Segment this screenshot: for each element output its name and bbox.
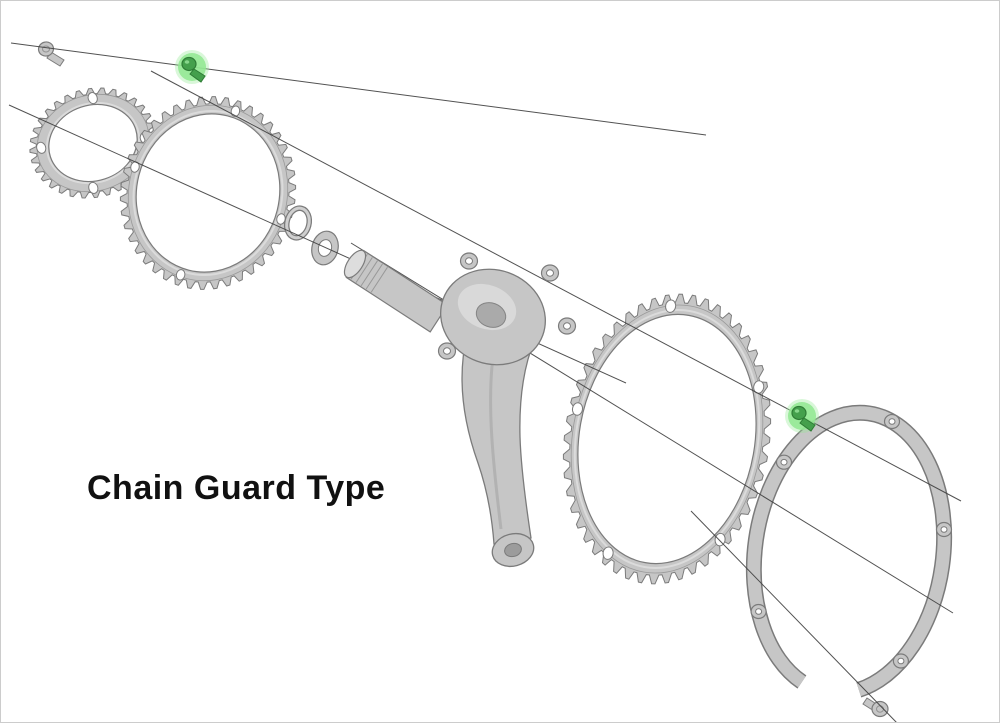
crank-bolt-top-left	[37, 41, 65, 67]
middle-chainring	[119, 96, 297, 290]
spacer-ring	[283, 205, 313, 241]
diagram-title: Chain Guard Type	[87, 469, 386, 507]
parts-layer	[29, 41, 953, 718]
outer-chainring	[562, 293, 772, 585]
highlighted-chainring-bolt-left[interactable]	[175, 50, 209, 84]
chain-guard-ring	[745, 404, 953, 702]
crank-arm-assembly	[343, 249, 577, 568]
guard-bolt-bottom	[862, 697, 889, 718]
highlighted-chainring-bolt-right[interactable]	[785, 399, 819, 433]
cone-spacer	[311, 230, 339, 266]
